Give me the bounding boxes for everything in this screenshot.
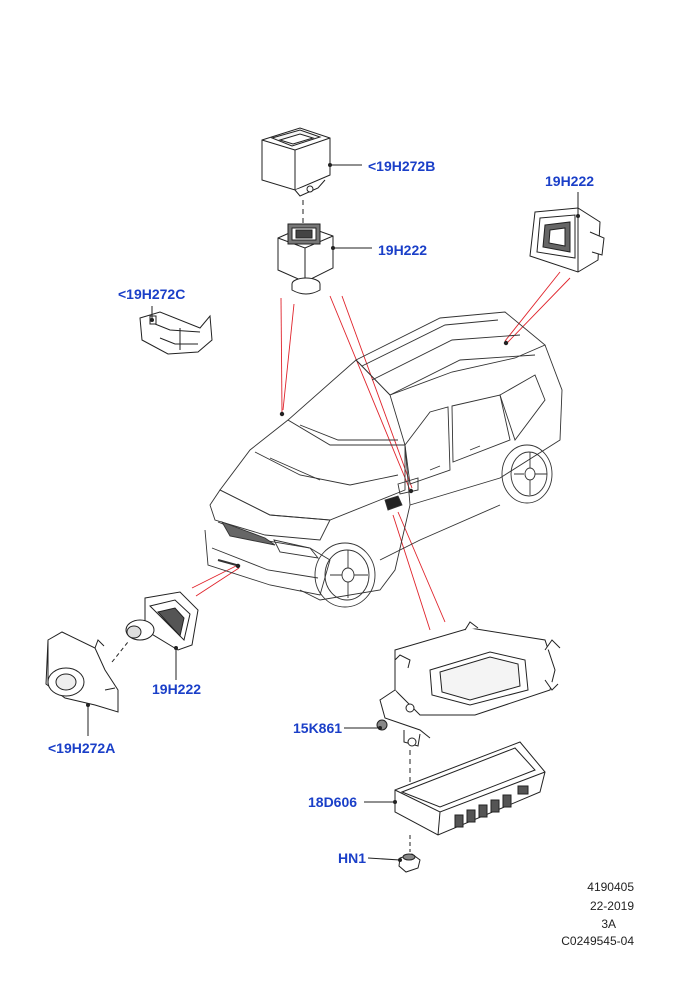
illustration-revision: 3A [601,917,616,931]
location-markers [235,340,509,569]
illustration-reference: C0249545-04 [561,934,634,948]
leader-dots [86,163,580,862]
bracket-c-part [139,311,213,355]
camera-cover-b-part [261,127,331,197]
illustration-number: 4190405 [587,880,634,894]
camera-front-part [111,591,199,663]
callout-hn1[interactable]: HN1 [338,850,367,866]
camera-right-part [529,207,605,273]
callout-19h222-right[interactable]: 19H222 [545,173,595,189]
callout-18d606[interactable]: 18D606 [308,794,358,810]
locator-lines [191,271,571,631]
callout-19h272c[interactable]: <19H272C [118,286,186,302]
vehicle-illustration [204,311,563,608]
callout-19h222-top[interactable]: 19H222 [378,242,428,258]
bezel-a-part [45,631,119,713]
mounting-bracket-part [376,621,561,800]
camera-top-part [277,200,334,295]
callout-19h272b[interactable]: <19H272B [368,158,436,174]
control-module-part [394,741,546,852]
leader-lines [87,164,579,861]
nut-part [398,853,421,873]
callout-19h222-front[interactable]: 19H222 [152,681,202,697]
callout-19h272a[interactable]: <19H272A [48,740,116,756]
illustration-date: 22-2019 [589,899,634,913]
callout-15k861[interactable]: 15K861 [293,720,343,736]
